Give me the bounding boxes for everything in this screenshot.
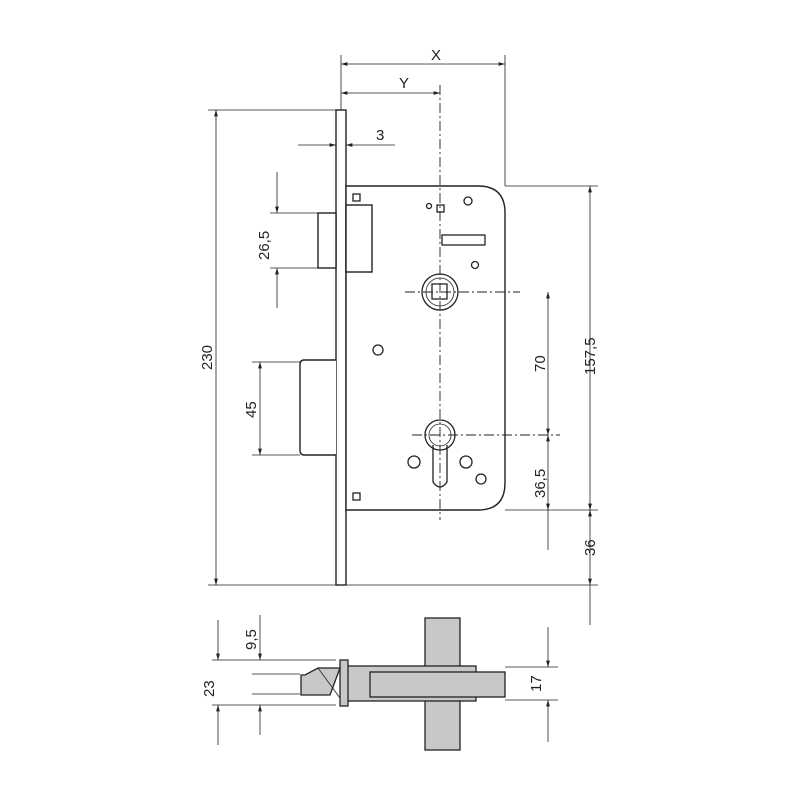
- dim-bolt-width: 17: [528, 675, 545, 692]
- dim-total-height: 230: [199, 345, 216, 370]
- spindle-hub: [421, 273, 459, 311]
- dim-cylinder-to-bottom: 36,5: [532, 469, 549, 498]
- section-view: 23 9,5 17: [201, 615, 558, 751]
- flange: [339, 659, 349, 707]
- dim-bottom-offset: 36: [582, 539, 599, 556]
- screw: [475, 473, 487, 485]
- dimensions: X Y 3 26,5 45 230 157,5 36 70 36,5: [199, 47, 599, 625]
- dim-y: Y: [399, 75, 409, 92]
- latch-bolt: [317, 212, 337, 269]
- front-view: [299, 85, 560, 586]
- screw: [463, 196, 473, 206]
- deadbolt: [299, 359, 336, 456]
- dim-latch-height: 26,5: [256, 231, 273, 260]
- dim-upper-height: 157,5: [582, 337, 599, 375]
- dim-faceplate-width: 23: [201, 680, 218, 697]
- dim-x: X: [431, 47, 441, 64]
- faceplate: [335, 109, 347, 586]
- latch-inner: [345, 204, 373, 273]
- cylinder-hole: [407, 419, 473, 488]
- dim-spindle-to-cylinder: 70: [532, 355, 549, 372]
- dim-faceplate-thickness: 3: [376, 127, 384, 144]
- screw: [372, 344, 384, 356]
- dim-deadbolt-height: 45: [243, 401, 260, 418]
- lock-case: [345, 185, 506, 511]
- dim-side-offset: 9,5: [243, 629, 260, 650]
